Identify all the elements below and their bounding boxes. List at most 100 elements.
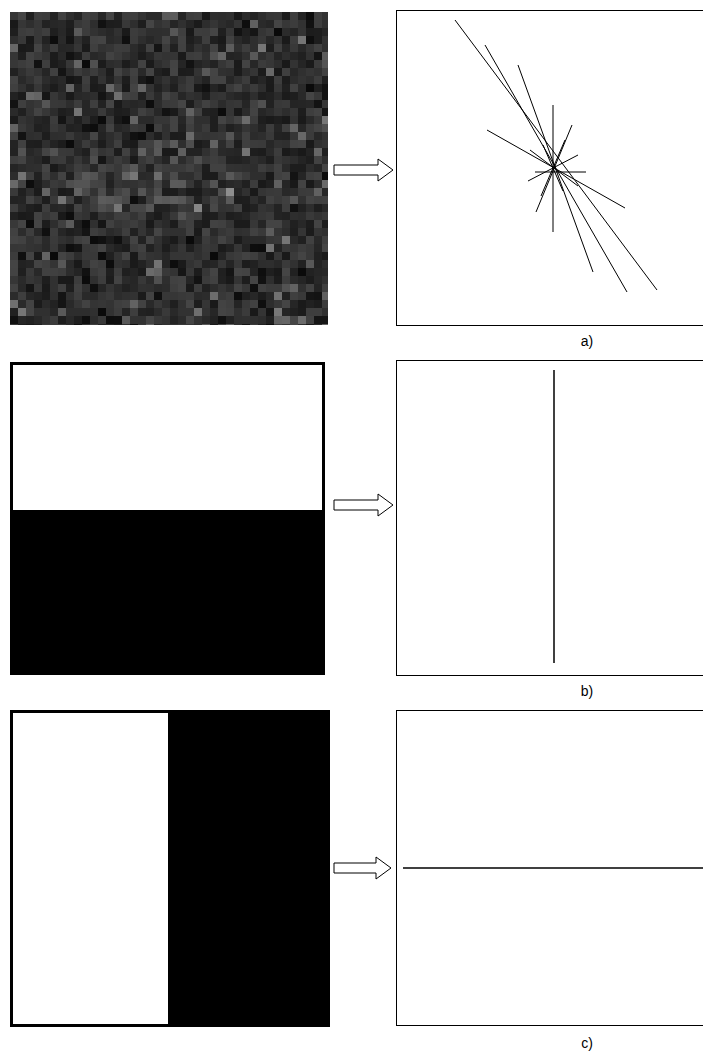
texture-cell xyxy=(10,68,18,76)
texture-cell xyxy=(114,188,122,196)
texture-cell xyxy=(50,12,58,20)
texture-cell xyxy=(226,276,234,284)
texture-cell xyxy=(146,316,154,324)
orientation-lines xyxy=(455,20,657,292)
texture-cell xyxy=(226,108,234,116)
texture-cell xyxy=(274,100,282,108)
texture-cell xyxy=(298,36,306,44)
texture-cell xyxy=(146,284,154,292)
texture-cell xyxy=(146,76,154,84)
texture-cell xyxy=(226,284,234,292)
texture-cell xyxy=(42,28,50,36)
texture-cell xyxy=(82,52,90,60)
texture-cell xyxy=(114,132,122,140)
texture-cell xyxy=(114,140,122,148)
texture-cell xyxy=(114,220,122,228)
texture-cell xyxy=(154,228,162,236)
texture-cell xyxy=(202,324,210,325)
texture-cell xyxy=(138,220,146,228)
texture-cell xyxy=(250,124,258,132)
texture-cell xyxy=(266,276,274,284)
texture-cell xyxy=(194,108,202,116)
texture-cell xyxy=(282,284,290,292)
texture-cell xyxy=(26,124,34,132)
texture-cell xyxy=(170,196,178,204)
texture-cell xyxy=(10,92,18,100)
texture-cell xyxy=(258,188,266,196)
texture-cell xyxy=(202,100,210,108)
texture-cell xyxy=(202,116,210,124)
texture-cell xyxy=(138,60,146,68)
texture-cell xyxy=(322,52,328,60)
texture-cell xyxy=(170,220,178,228)
texture-cell xyxy=(154,292,162,300)
texture-cell xyxy=(274,140,282,148)
texture-cell xyxy=(50,132,58,140)
texture-cell xyxy=(98,260,106,268)
texture-cell xyxy=(298,84,306,92)
texture-cell xyxy=(10,28,18,36)
texture-cell xyxy=(98,44,106,52)
texture-cell xyxy=(178,52,186,60)
texture-cell xyxy=(242,156,250,164)
texture-cell xyxy=(218,108,226,116)
texture-cell xyxy=(290,100,298,108)
texture-cell xyxy=(170,268,178,276)
texture-cell xyxy=(306,100,314,108)
texture-cell xyxy=(258,28,266,36)
texture-cell xyxy=(274,220,282,228)
texture-cell xyxy=(234,84,242,92)
texture-cell xyxy=(146,148,154,156)
texture-cell xyxy=(210,12,218,20)
texture-cell xyxy=(210,116,218,124)
texture-cell xyxy=(74,228,82,236)
orientation-line xyxy=(403,867,703,869)
texture-cell xyxy=(50,308,58,316)
texture-cell xyxy=(234,76,242,84)
texture-cell xyxy=(66,212,74,220)
texture-cell xyxy=(282,28,290,36)
texture-cell xyxy=(154,260,162,268)
texture-cell xyxy=(170,76,178,84)
texture-cell xyxy=(130,124,138,132)
texture-cell xyxy=(58,44,66,52)
texture-cell xyxy=(178,108,186,116)
texture-cell xyxy=(146,196,154,204)
texture-cell xyxy=(122,276,130,284)
texture-cell xyxy=(178,300,186,308)
texture-cell xyxy=(74,60,82,68)
texture-cell xyxy=(194,276,202,284)
texture-cell xyxy=(210,92,218,100)
texture-cell xyxy=(154,284,162,292)
texture-cell xyxy=(18,100,26,108)
arrow-symbol xyxy=(334,857,391,879)
texture-cell xyxy=(58,36,66,44)
texture-cell xyxy=(138,236,146,244)
texture-cell xyxy=(98,212,106,220)
texture-cell xyxy=(266,236,274,244)
texture-cell xyxy=(138,268,146,276)
texture-cell xyxy=(234,316,242,324)
texture-cell xyxy=(306,84,314,92)
texture-cell xyxy=(186,148,194,156)
texture-cell xyxy=(122,236,130,244)
texture-cell xyxy=(90,92,98,100)
texture-cell xyxy=(138,212,146,220)
texture-cell xyxy=(298,108,306,116)
texture-cell xyxy=(202,284,210,292)
texture-cell xyxy=(226,324,234,325)
texture-cell xyxy=(106,212,114,220)
texture-cell xyxy=(290,76,298,84)
texture-cell xyxy=(314,284,322,292)
texture-cell xyxy=(18,20,26,28)
texture-cell xyxy=(322,100,328,108)
texture-cell xyxy=(266,196,274,204)
texture-cell xyxy=(114,244,122,252)
texture-cell xyxy=(170,36,178,44)
texture-cell xyxy=(314,172,322,180)
texture-cell xyxy=(306,148,314,156)
texture-cell xyxy=(186,92,194,100)
texture-cell xyxy=(130,268,138,276)
texture-cell xyxy=(322,92,328,100)
texture-cell xyxy=(162,60,170,68)
